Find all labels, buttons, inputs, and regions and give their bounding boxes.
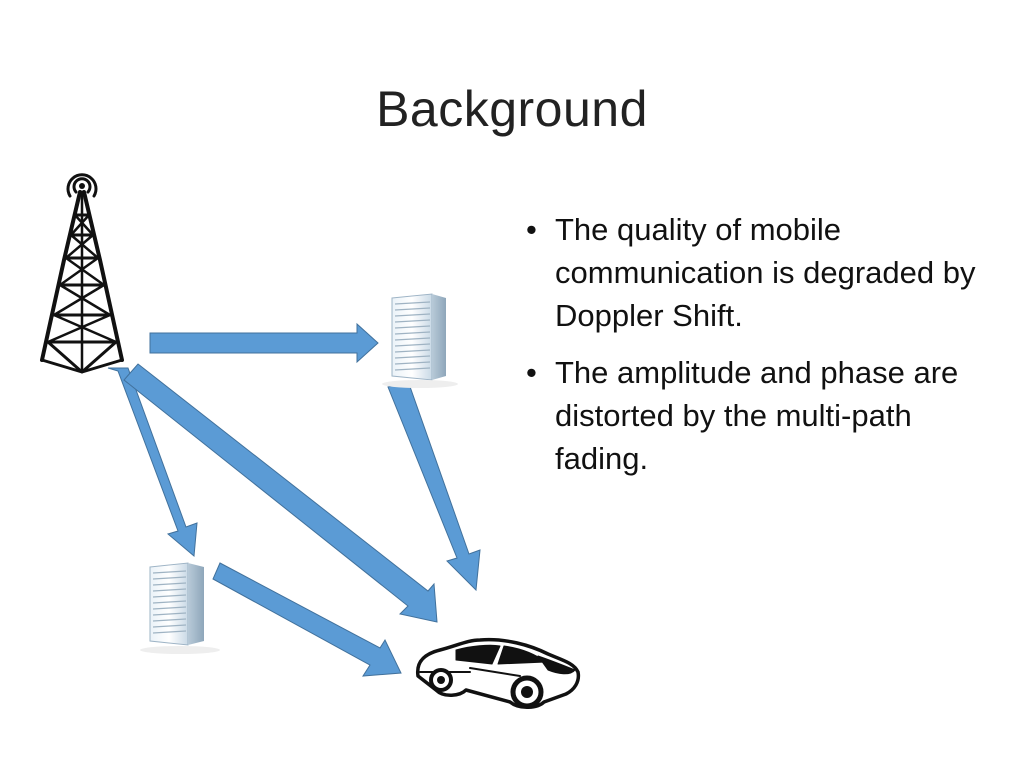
bullet-text: The quality of mobile communication is d… bbox=[555, 212, 976, 333]
office-building-icon bbox=[140, 562, 220, 654]
signal-arrows bbox=[107, 322, 481, 677]
office-building-icon bbox=[382, 293, 458, 388]
sports-car-icon bbox=[415, 637, 581, 709]
bullet-text: The amplitude and phase are distorted by… bbox=[555, 355, 959, 476]
bullet-item: • The quality of mobile communication is… bbox=[526, 208, 986, 337]
bullet-list: • The quality of mobile communication is… bbox=[526, 208, 986, 494]
bullet-dot-icon: • bbox=[526, 355, 537, 390]
bullet-item: • The amplitude and phase are distorted … bbox=[526, 351, 986, 480]
bullet-dot-icon: • bbox=[526, 212, 537, 247]
cell-tower-icon bbox=[40, 173, 124, 374]
arrow-tower-to-building-upper bbox=[149, 322, 379, 364]
arrow-building-upper-to-car bbox=[387, 380, 481, 592]
arrow-tower-to-car bbox=[123, 363, 438, 623]
arrow-tower-to-building-lower bbox=[107, 367, 198, 558]
slide-title: Background bbox=[376, 81, 648, 137]
arrow-building-lower-to-car bbox=[212, 562, 402, 677]
